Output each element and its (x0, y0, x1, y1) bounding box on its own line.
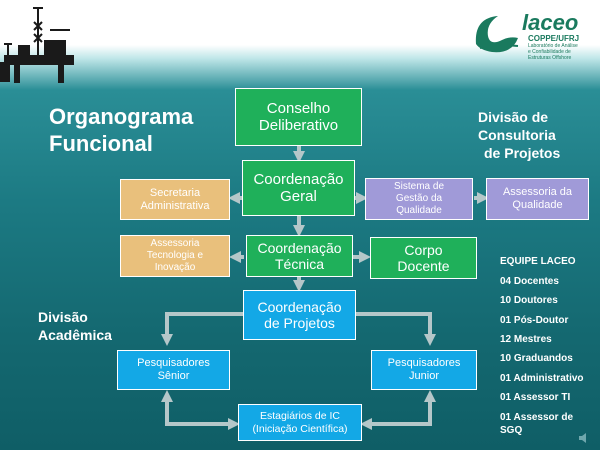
team-item: 04 Docentes (500, 276, 559, 287)
team-item: 01 Administrativo (500, 373, 584, 384)
divisao-consultoria-line-1: Divisão de (478, 109, 549, 125)
team-item: 01 Pós-Doutor (500, 315, 569, 326)
logo-subtitle: COPPE/UFRJ (528, 34, 580, 43)
logo-name: laceo (522, 10, 579, 35)
assessoria-ti-line-2: Tecnologia e (146, 250, 204, 261)
pesq-junior-line-2: Junior (409, 370, 439, 382)
divisao-academica-line-1: Divisão (38, 309, 88, 325)
coord-geral-line-1: Coordenação (253, 170, 344, 188)
offshore-platform-icon (0, 7, 74, 83)
logo-line-1: Laboratório de Análise (528, 43, 578, 49)
estagiarios-line-1: Estagiários de IC (260, 410, 340, 423)
team-item: 10 Doutores (500, 295, 558, 306)
title-line-1: Organograma (49, 104, 194, 129)
assessoria-ti-line-1: Assessoria (150, 238, 200, 249)
divisao-academica-label: Divisão Acadêmica (38, 308, 112, 344)
arrow-projetos-junior (356, 312, 436, 346)
team-heading: EQUIPE LACEO (500, 256, 576, 267)
wave-logo-icon (475, 16, 519, 53)
sgq-line-1: Sistema de (393, 181, 445, 192)
assessoria-qualidade-line-1: Assessoria da (502, 186, 573, 199)
logo-line-3: Estruturas Offshore (528, 55, 572, 61)
coord-tecnica-line-1: Coordenação (257, 239, 342, 256)
arrow-projetos-senior (161, 312, 243, 346)
estagiarios-line-2: (Iniciação Científica) (252, 422, 348, 435)
divisao-consultoria-line-3: de Projetos (484, 145, 561, 161)
team-item: SGQ (500, 425, 523, 436)
divisao-academica-line-2: Acadêmica (38, 327, 112, 343)
logo-line-2: e Confiabilidade de (528, 49, 571, 55)
pesq-junior-line-1: Pesquisadores (387, 357, 461, 370)
pesq-senior-line-2: Sênior (157, 370, 190, 382)
conselho-line-2: Deliberativo (258, 117, 339, 134)
team-item: 01 Assessor de (500, 412, 574, 423)
divisao-consultoria-label: Divisão de Consultoria de Projetos (478, 108, 560, 162)
sgq-line-3: Qualidade (396, 205, 442, 216)
assessoria-qualidade-line-2: Qualidade (512, 199, 563, 211)
coord-projetos-line-1: Coordenação (257, 298, 342, 315)
box-estagiarios-ic[interactable]: Estagiários de IC(Iniciação Científica) (238, 404, 362, 441)
secretaria-line-2: Administrativa (140, 199, 210, 212)
corpo-docente-line-2: Docente (397, 258, 450, 274)
laceo-logo: laceo COPPE/UFRJ Laboratório de Análise … (472, 10, 590, 70)
team-item: 10 Graduandos (500, 353, 573, 364)
speaker-icon (579, 433, 586, 443)
pesq-senior-line-1: Pesquisadores (137, 357, 210, 370)
sgq-line-2: Gestão da (395, 193, 443, 204)
arrow-junior-estagiarios (360, 404, 432, 430)
team-item: 12 Mestres (500, 334, 552, 345)
coord-geral-line-2: Geral (280, 188, 317, 205)
coord-tecnica-line-2: Técnica (274, 256, 325, 272)
secretaria-line-1: Secretaria (149, 186, 201, 199)
coord-projetos-line-2: de Projetos (264, 315, 335, 331)
conselho-line-1: Conselho (266, 99, 331, 117)
divisao-consultoria-line-2: Consultoria (478, 127, 556, 143)
team-item: 01 Assessor TI (500, 392, 571, 403)
corpo-docente-line-1: Corpo (404, 241, 443, 258)
assessoria-ti-line-3: Inovação (154, 262, 196, 273)
title-line-2: Funcional (49, 131, 153, 156)
page-title: Organograma Funcional (49, 103, 193, 157)
arrow-senior-estagiarios (165, 404, 240, 430)
